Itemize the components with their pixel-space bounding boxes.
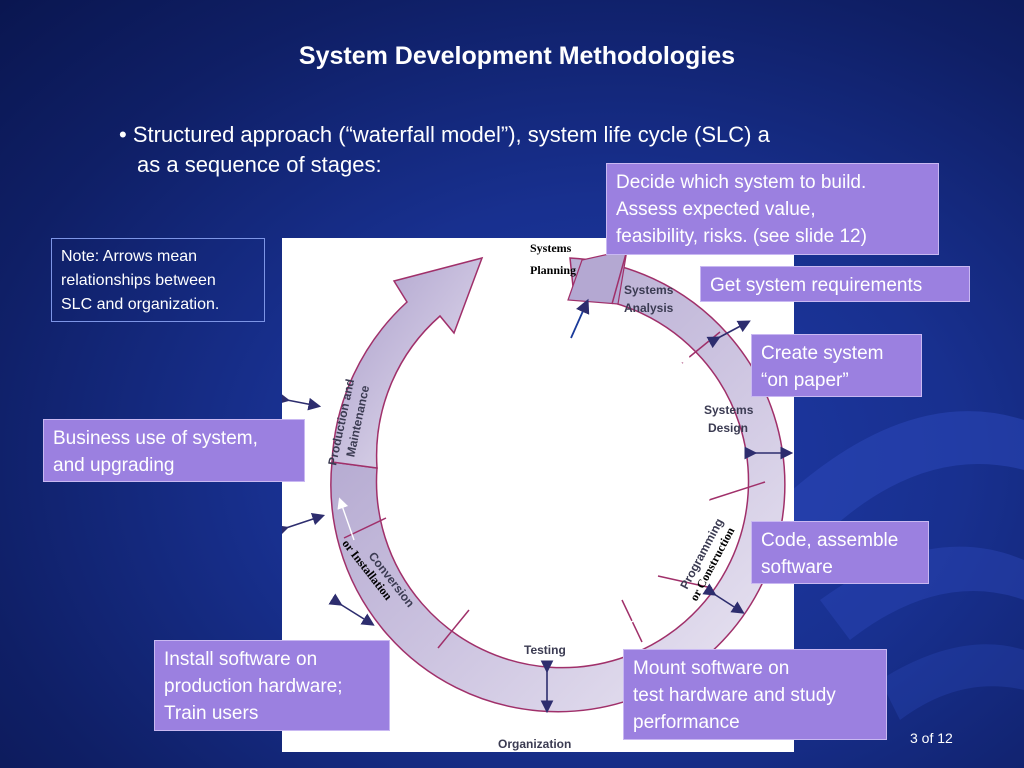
callout-testing: Mount software on test hardware and stud… — [623, 649, 887, 740]
bullet-line-1: • Structured approach (“waterfall model”… — [119, 122, 770, 147]
callout-planning-line-3: feasibility, risks. (see slide 12) — [616, 226, 867, 247]
callout-planning-line-2: Assess expected value, — [616, 199, 816, 220]
callout-testing-line-3: performance — [633, 712, 740, 733]
callout-conversion: Install software on production hardware;… — [154, 640, 390, 731]
callout-testing-line-1: Mount software on — [633, 658, 790, 679]
callout-maintenance-line-2: and upgrading — [53, 455, 175, 476]
page-number: 3 of 12 — [910, 730, 953, 746]
note-line-1: Note: Arrows mean — [61, 248, 198, 265]
callout-maintenance: Business use of system, and upgrading — [43, 419, 305, 482]
callout-conversion-line-3: Train users — [164, 703, 259, 724]
callout-testing-line-2: test hardware and study — [633, 685, 836, 706]
flow-arrows — [337, 337, 715, 636]
label-systems-planning: Systems Planning — [530, 241, 576, 277]
label-systems-design: Systems Design — [704, 403, 757, 435]
label-organization: Organization — [498, 737, 571, 751]
callout-programming-line-2: software — [761, 557, 833, 578]
callout-programming: Code, assemble software — [751, 521, 929, 584]
callout-programming-line-1: Code, assemble — [761, 530, 899, 551]
callout-analysis-line-1: Get system requirements — [710, 275, 923, 296]
label-systems-analysis: Systems Analysis — [624, 283, 677, 315]
callout-analysis: Get system requirements — [700, 266, 970, 302]
planning-arrow — [570, 298, 590, 339]
callout-design-line-2: “on paper” — [761, 370, 849, 391]
slc-cycle-svg: Systems Planning Systems Analysis System… — [282, 241, 794, 751]
callout-conversion-line-2: production hardware; — [164, 676, 343, 697]
org-arrows — [282, 320, 794, 714]
label-testing: Testing — [524, 643, 566, 657]
callout-planning: Decide which system to build. Assess exp… — [606, 163, 939, 255]
callout-design-line-1: Create system — [761, 343, 884, 364]
slide-title: System Development Methodologies — [298, 42, 736, 70]
note-box: Note: Arrows mean relationships between … — [51, 238, 265, 322]
callout-maintenance-line-1: Business use of system, — [53, 428, 258, 449]
note-line-3: SLC and organization. — [61, 296, 220, 313]
note-line-2: relationships between — [61, 272, 216, 289]
callout-planning-line-1: Decide which system to build. — [616, 172, 867, 193]
bullet-line-2: as a sequence of stages: — [137, 152, 382, 177]
callout-conversion-line-1: Install software on — [164, 649, 318, 670]
bullet-text: • Structured approach (“waterfall model”… — [119, 120, 919, 180]
production-arc — [331, 256, 484, 469]
callout-design: Create system “on paper” — [751, 334, 922, 397]
cycle-ring — [330, 257, 786, 713]
